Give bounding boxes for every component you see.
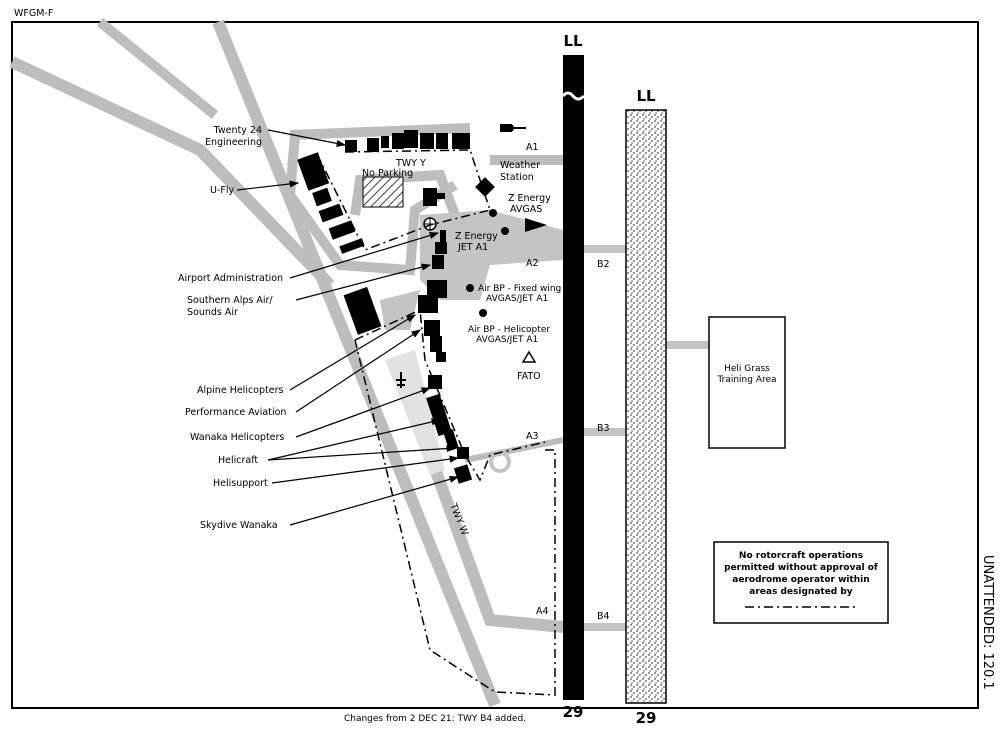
wanaka-heli-label: Wanaka Helicopters <box>190 432 284 443</box>
twenty24-label: Engineering <box>205 137 262 148</box>
bp-heli-label: AVGAS/JET A1 <box>476 335 538 345</box>
taxiway-a4-label: A4 <box>536 606 549 617</box>
taxiway-b3-label: B3 <box>597 423 610 434</box>
taxiway-b4-label: B4 <box>597 611 610 622</box>
no-parking-area <box>362 176 404 208</box>
notice-line: aerodrome operator within <box>732 575 869 585</box>
performance-label: Performance Aviation <box>185 407 286 418</box>
heli-grass-label: Heli Grass <box>724 364 770 374</box>
notice-line: No rotorcraft operations <box>739 551 863 561</box>
taxiway-y-label: TWY Y <box>395 158 426 169</box>
buildings <box>297 124 547 484</box>
alpine-label: Alpine Helicopters <box>197 385 284 396</box>
skydive-label: Skydive Wanaka <box>200 520 278 531</box>
facility-labels: Twenty 24 Engineering U-Fly Airport Admi… <box>178 125 561 531</box>
main-runway: LL 29 <box>561 32 586 721</box>
main-runway-designator: 29 <box>563 703 584 721</box>
southern-alps-label: Sounds Air <box>187 307 238 318</box>
taxiway-a2-label: A2 <box>526 258 539 269</box>
bp-fixed-label: Air BP - Fixed wing <box>478 284 561 294</box>
frequency-label: UNATTENDED: 120.1 <box>980 555 995 690</box>
z-jet-label: JET A1 <box>457 242 488 253</box>
taxiway-a3-label: A3 <box>526 431 539 442</box>
chart-id: WFGM-F <box>14 8 53 19</box>
no-parking-label: No Parking <box>362 168 413 179</box>
southern-alps-label: Southern Alps Air/ <box>187 295 273 306</box>
fato-icon <box>521 350 537 363</box>
z-avgas-label: AVGAS <box>510 204 542 215</box>
taxiway-a1-label: A1 <box>526 142 539 153</box>
fato-label: FATO <box>517 371 541 382</box>
rotorcraft-notice: No rotorcraft operations permitted witho… <box>713 541 889 624</box>
notice-line: permitted without approval of <box>724 563 878 573</box>
taxiway-b2-label: B2 <box>597 259 610 270</box>
weather-label: Weather <box>500 160 540 171</box>
bp-heli-label: Air BP - Helicopter <box>468 325 550 335</box>
helicraft-label: Helicraft <box>218 455 258 466</box>
fuel-points <box>396 209 537 388</box>
ufly-label: U-Fly <box>210 185 234 196</box>
footer-note: Changes from 2 DEC 21: TWY B4 added. <box>344 714 526 724</box>
heli-grass-label: Training Area <box>716 375 776 385</box>
bp-fixed-label: AVGAS/JET A1 <box>486 294 548 304</box>
heli-grass-training-area <box>708 316 786 449</box>
restricted-area-boundaries <box>319 149 556 696</box>
weather-label: Station <box>500 172 534 183</box>
z-avgas-label: Z Energy <box>508 193 551 204</box>
airport-admin-label: Airport Administration <box>178 273 283 284</box>
helisupport-label: Helisupport <box>213 478 268 489</box>
grass-runway-top-marking: LL <box>636 87 656 105</box>
z-jet-label: Z Energy <box>455 231 498 242</box>
chart-border <box>11 21 979 709</box>
grass-runway: LL 29 <box>625 87 667 727</box>
aircraft-icon <box>396 372 406 388</box>
twenty24-label: Twenty 24 <box>213 125 262 136</box>
notice-line: areas designated by <box>749 587 853 597</box>
main-runway-top-marking: LL <box>563 32 583 50</box>
grass-runway-designator: 29 <box>636 709 657 727</box>
